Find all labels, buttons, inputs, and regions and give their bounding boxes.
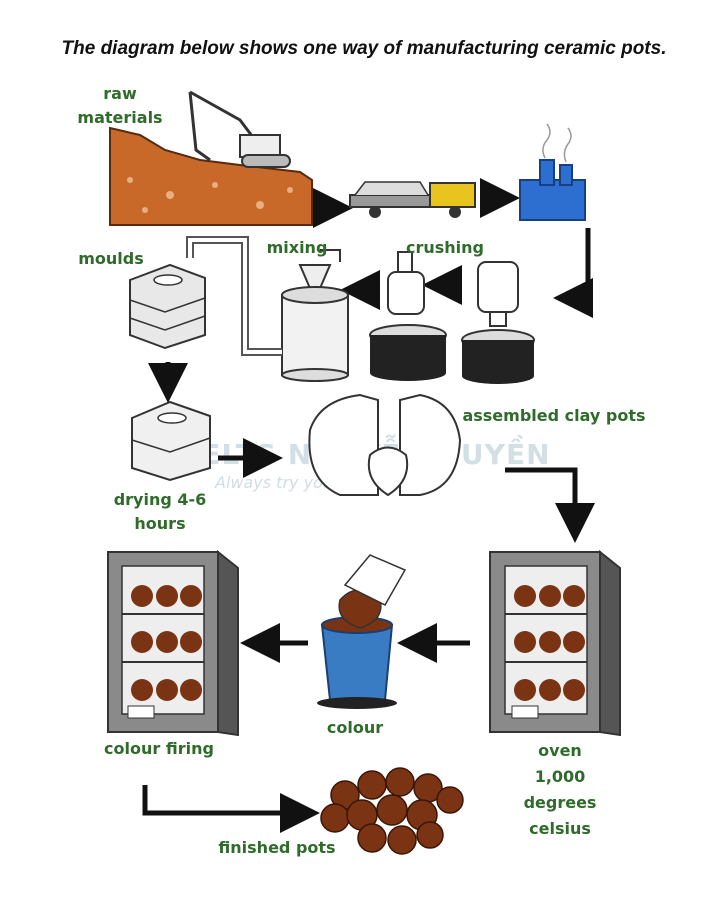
label-moulds: moulds <box>78 249 144 268</box>
label-raw-line2: materials <box>77 108 163 127</box>
oven-icon <box>489 549 621 737</box>
label-mixing: mixing <box>266 238 328 257</box>
arrow-firing-to-finished <box>142 785 320 833</box>
label-crushing: crushing <box>405 238 484 257</box>
colour-bucket-icon <box>317 554 407 709</box>
label-colour: colour <box>326 718 384 737</box>
label-oven-line2: 1,000 <box>534 767 586 786</box>
label-drying: drying 4-6 hours <box>108 488 212 536</box>
mixer-icon <box>281 249 349 382</box>
finished-pots-icon <box>320 767 464 855</box>
label-colour-firing: colour firing <box>104 739 214 758</box>
label-oven-line4: celsius <box>529 819 591 838</box>
drying-moulds-icon <box>131 400 211 482</box>
label-oven: oven 1,000 degrees celsius <box>518 738 602 842</box>
label-oven-line1: oven <box>538 741 582 760</box>
label-assembled-clay-pots: assembled clay pots <box>462 406 646 425</box>
crusher-icon <box>461 261 535 384</box>
label-oven-line3: degrees <box>523 793 597 812</box>
label-drying-line1: drying 4-6 <box>113 490 207 509</box>
arrow-factory-to-crusher <box>553 228 593 318</box>
diagram-title: The diagram below shows one way of manuf… <box>61 38 667 59</box>
assembled-pots-icon <box>308 393 462 497</box>
label-raw-materials: raw materials <box>74 82 166 130</box>
raw-materials-illustration <box>109 90 313 226</box>
label-drying-line2: hours <box>134 514 186 533</box>
truck-icon <box>349 181 476 218</box>
moulds-icon <box>129 263 206 350</box>
grinder-icon <box>369 251 447 381</box>
label-raw-line1: raw <box>103 84 137 103</box>
colour-firing-oven-icon <box>107 549 239 737</box>
label-finished-pots: finished pots <box>218 838 336 857</box>
arrow-assembled-to-oven <box>505 467 595 543</box>
factory-icon <box>519 123 586 221</box>
